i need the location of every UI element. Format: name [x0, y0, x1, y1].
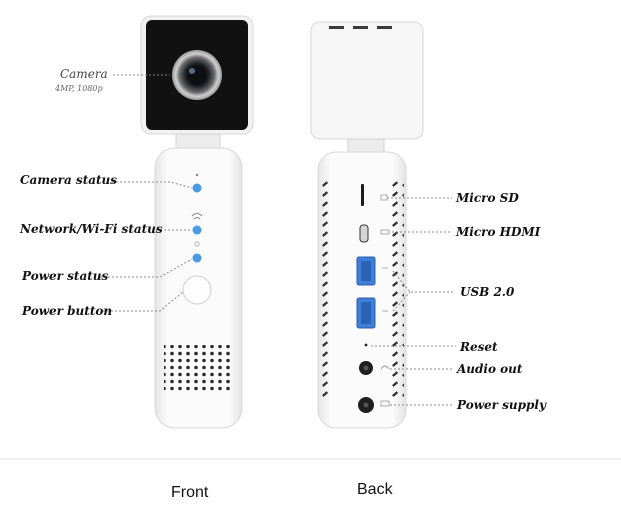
camera-sublabel: 4MP, 1080p: [55, 84, 103, 93]
right-vent-icon: [392, 180, 404, 400]
back-leader-lines: [371, 197, 456, 406]
front-caption: Front: [171, 484, 209, 501]
back-camera-head: [310, 21, 424, 140]
micro-sd-slot-icon: [361, 184, 364, 206]
power-button-label: Power button: [22, 304, 113, 318]
camera-label: Camera: [60, 67, 108, 81]
reset-hole-icon: [364, 343, 368, 347]
back-device: [310, 21, 424, 429]
micro-hdmi-port-icon: [359, 224, 369, 243]
speaker-grille-icon: [164, 345, 234, 393]
usb-label: USB 2.0: [460, 285, 515, 299]
front-leader-lines: [100, 74, 193, 312]
power-button-icon: [182, 275, 212, 305]
left-vent-icon: [320, 180, 332, 400]
wifi-icon: [191, 213, 203, 220]
divider: [0, 458, 621, 460]
power-status-led: [192, 253, 202, 263]
camera-status-led: [192, 183, 202, 193]
headphone-icon: [380, 365, 390, 370]
reset-label: Reset: [460, 340, 498, 354]
audio-out-label: Audio out: [457, 362, 523, 376]
micro-sd-label: Micro SD: [456, 191, 519, 205]
micro-hdmi-label: Micro HDMI: [456, 225, 541, 239]
power-supply-label: Power supply: [457, 398, 546, 412]
network-status-led: [192, 225, 202, 235]
network-status-label: Network/Wi-Fi status: [20, 222, 163, 236]
back-body: [317, 151, 407, 429]
camera-status-label: Camera status: [20, 173, 118, 187]
power-status-label: Power status: [22, 269, 109, 283]
back-caption: Back: [357, 481, 393, 498]
front-device: [140, 15, 254, 429]
